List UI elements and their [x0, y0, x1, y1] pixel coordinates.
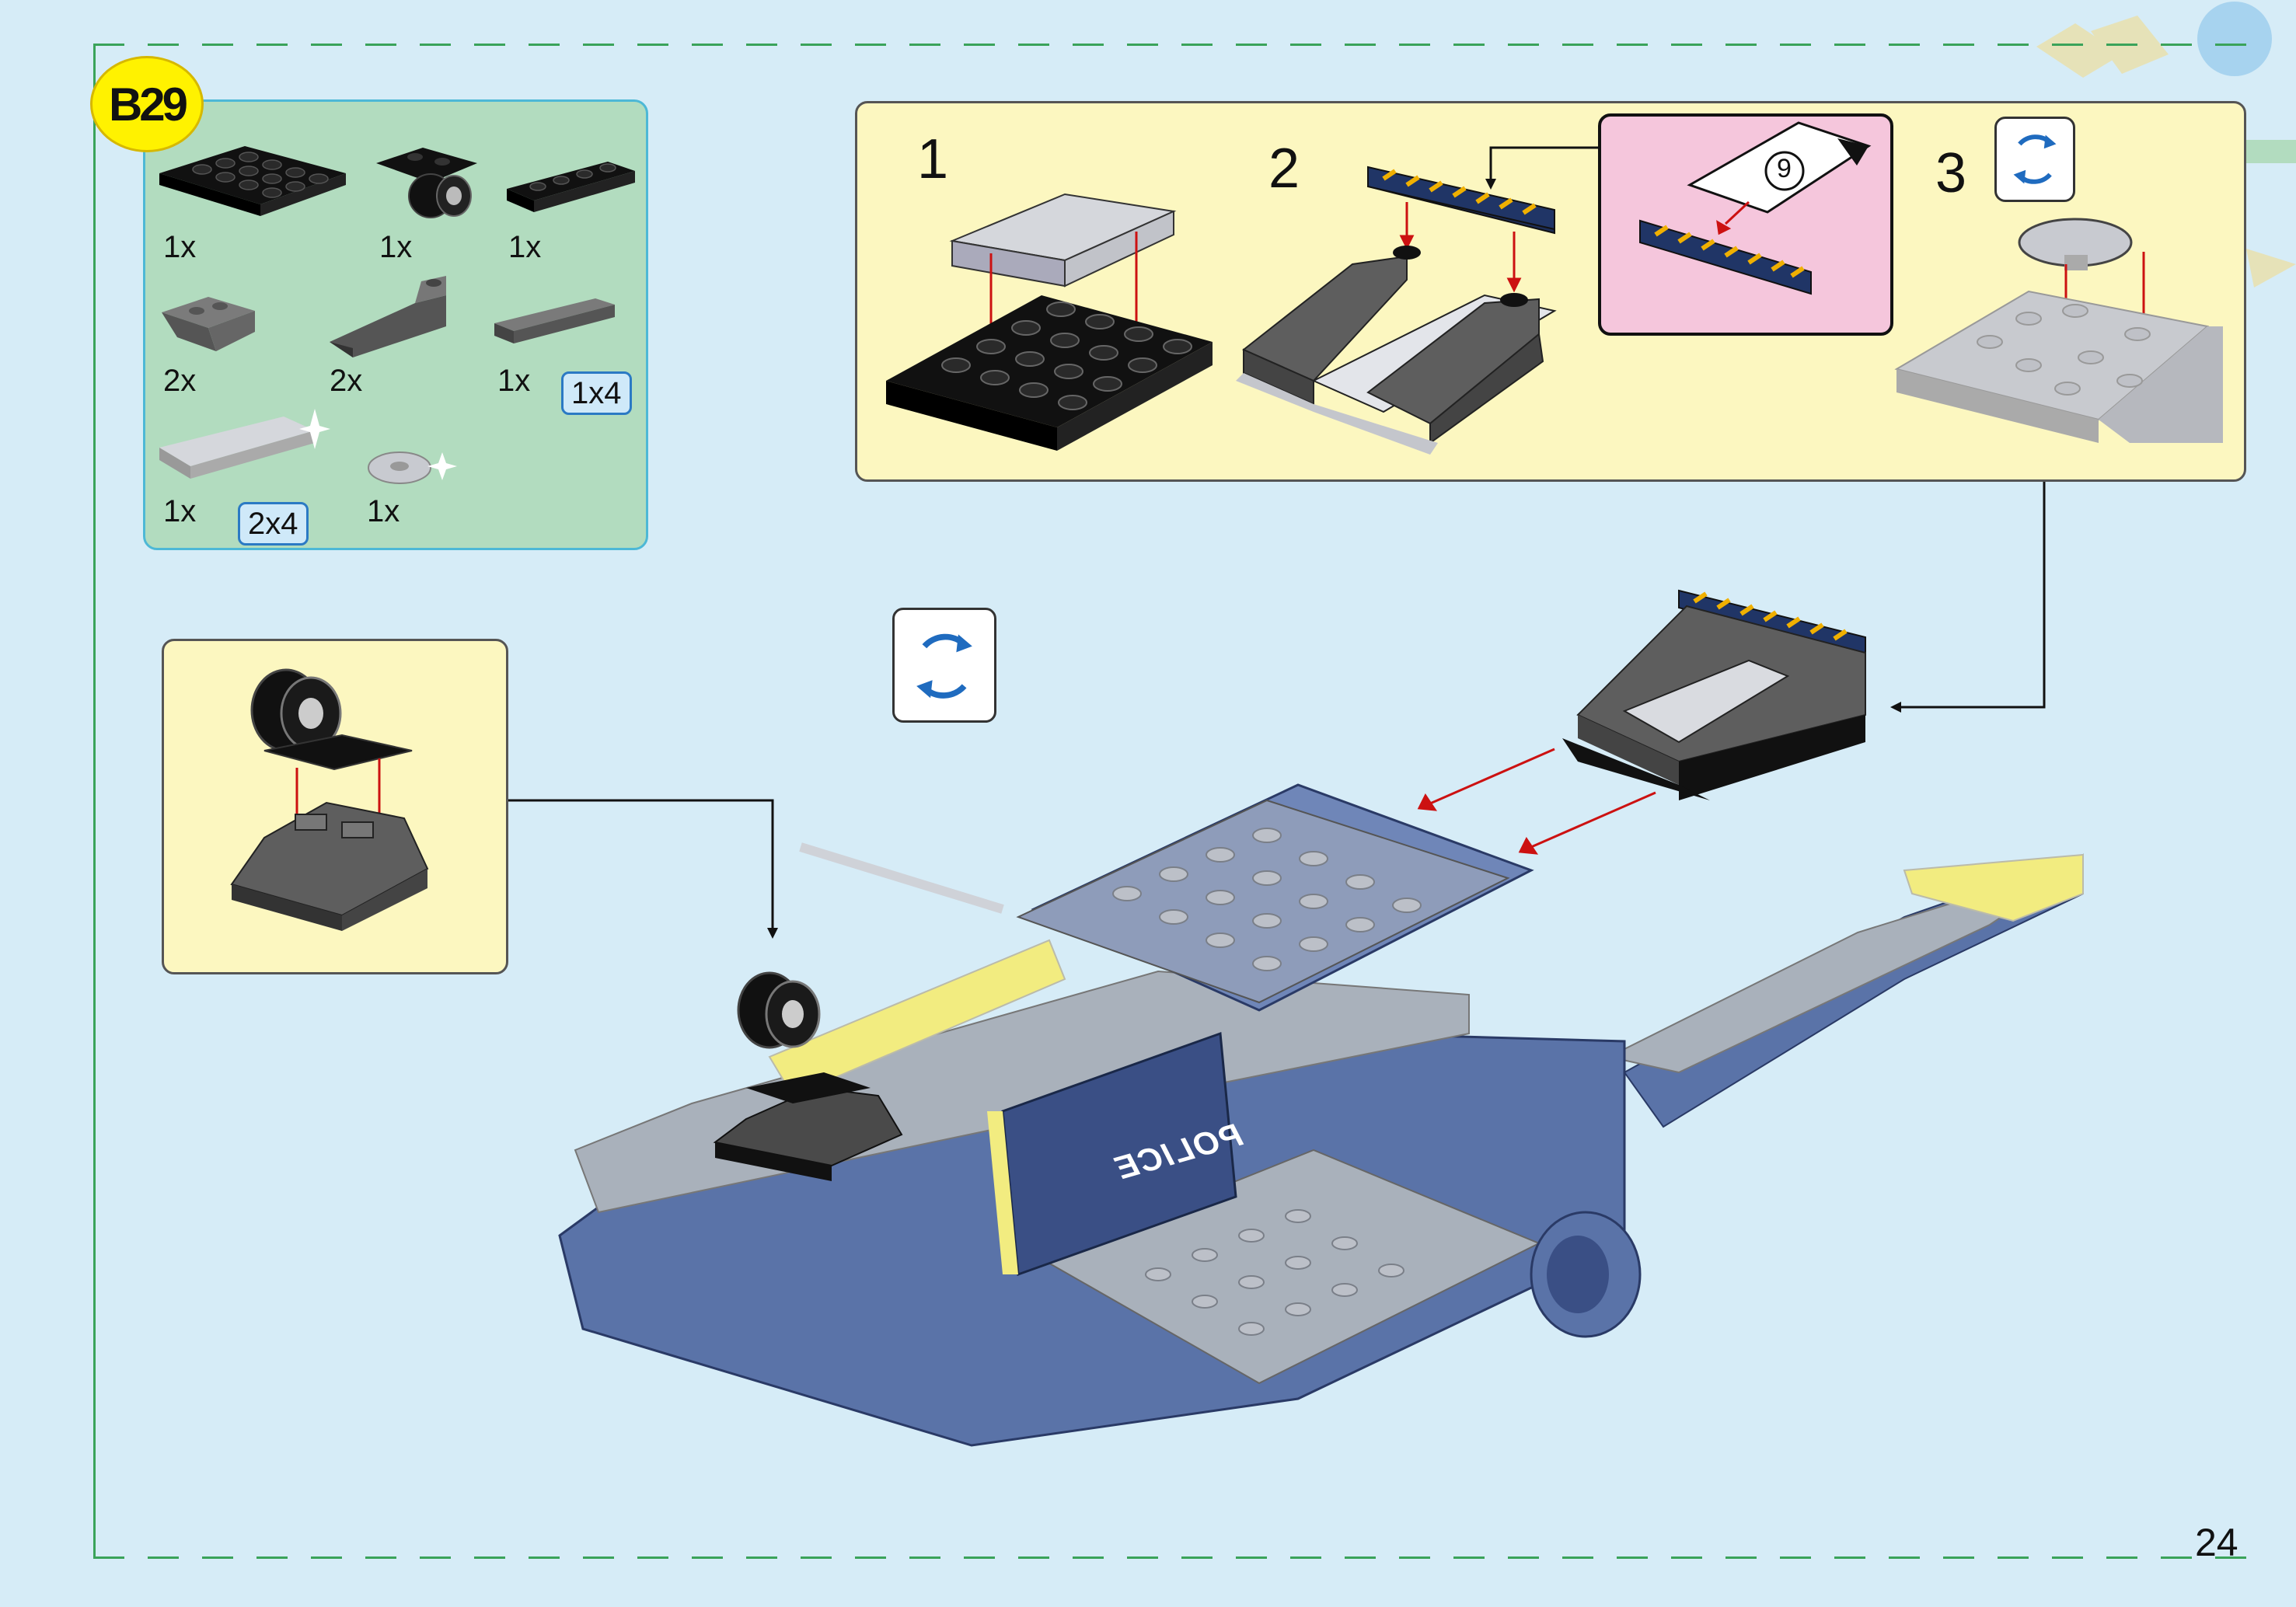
part-size-callout: 2x4: [238, 502, 309, 546]
substep-number: 3: [1935, 142, 1967, 204]
wheel-subassembly-illustration: [230, 668, 429, 931]
substep-1-illustration: [886, 193, 1213, 451]
part-quantity: 1x: [497, 364, 531, 398]
sticker-number: 9: [1777, 154, 1792, 183]
placement-arrows: [1417, 748, 1656, 855]
substep-2-illustration: [1236, 166, 1557, 455]
round-plate-icon: [368, 451, 457, 484]
part-quantity: 1x: [379, 230, 413, 264]
slope-inverted-grey-icon: [162, 297, 255, 351]
connector-arrow: [1890, 482, 2046, 713]
substep-number: 2: [1268, 138, 1300, 200]
part-quantity: 1x: [508, 230, 542, 264]
plate-4x4-black-icon: [159, 146, 346, 216]
part-size-callout: 1x4: [561, 371, 632, 415]
rotate-model-icon: [892, 608, 996, 723]
slope-grey-icon: [330, 276, 446, 357]
main-model-illustration: [558, 783, 2084, 1447]
part-quantity: 2x: [163, 364, 197, 398]
connector-arrow: [508, 799, 778, 939]
tile-2x4-light-grey-icon: [159, 409, 330, 479]
rotate-model-icon: [1994, 117, 2075, 202]
part-quantity: 1x: [163, 494, 197, 528]
part-quantity: 2x: [330, 364, 363, 398]
substep-number: 1: [917, 128, 949, 190]
wheel-holder-icon: [376, 148, 477, 218]
part-quantity: 1x: [163, 230, 197, 264]
sticker-sheet-icon: [1687, 121, 1872, 214]
step-badge: B29: [90, 56, 204, 152]
sticker-tile-icon: [1639, 200, 1812, 295]
assembled-subassembly-illustration: [1562, 589, 1866, 800]
tile-1x4-dark-icon: [494, 298, 615, 343]
page-number: 24: [2195, 1521, 2238, 1564]
connector-arrow: [1485, 146, 1601, 190]
plate-1x4-black-icon: [507, 162, 635, 212]
part-quantity: 1x: [367, 494, 400, 528]
substep-3-illustration: [1894, 218, 2223, 443]
